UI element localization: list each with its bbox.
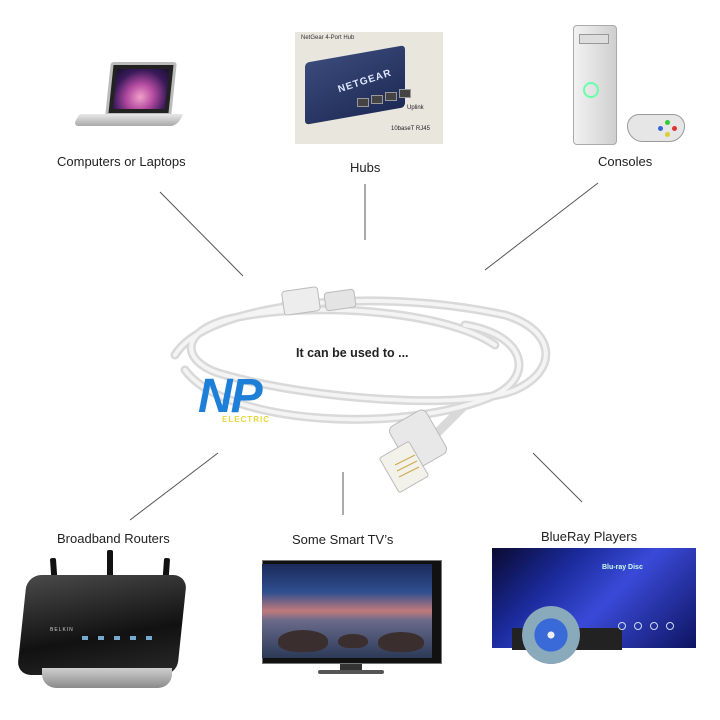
connector-line-laptop [159,191,244,277]
tv-scene-rock [378,632,424,652]
logo-mark: NP [198,370,263,423]
ethernet-cable-image [170,286,551,493]
np-electric-logo: NP ELECTRIC [198,370,310,427]
bluray-control-button [634,622,642,630]
bluray-player-image: Blu-ray Disc [492,548,696,680]
controller-button [665,120,670,125]
console-power-ring [583,82,599,98]
bluray-control-button [666,622,674,630]
tv-stand [340,664,362,672]
hub-uplink-label: Uplink [407,105,424,111]
rj45-connector-top [281,286,357,316]
connector-line-console [484,182,599,271]
router-led [82,636,88,640]
connector-line-bluray [532,452,583,503]
label-broadband-routers: Broadband Routers [57,531,170,546]
label-computers-laptops: Computers or Laptops [57,154,186,169]
laptop-screen [105,62,177,116]
tv-scene-rock [338,634,368,648]
center-label: It can be used to ... [296,346,409,360]
controller-button [658,126,663,131]
label-blueray-players: BlueRay Players [541,529,638,544]
router-led [114,636,120,640]
connector-line-router [129,452,219,521]
hub-port [357,98,369,107]
label-smart-tvs: Some Smart TV’s [292,532,394,547]
bluray-disc [522,606,580,664]
controller-button [665,132,670,137]
hub-photo-title: NetGear 4-Port Hub [301,35,355,41]
bluray-control-button [618,622,626,630]
hub-port [399,89,411,98]
label-hubs: Hubs [350,160,381,175]
hub-image: NetGear 4-Port Hub NETGEAR Uplink 10base… [295,32,443,144]
rj45-connector-bottom [379,409,447,493]
router-led [98,636,104,640]
router-body [16,575,188,675]
router-image: BELKIN [12,550,190,698]
laptop-image [70,58,184,138]
tv-scene-rock [278,630,328,652]
router-stand [42,668,172,688]
hub-port [371,95,383,104]
label-consoles: Consoles [598,154,653,169]
laptop-base [72,114,184,126]
console-disc-tray [579,34,609,44]
console-tower [573,25,617,145]
hub-port-label: 10baseT RJ45 [391,126,430,132]
console-image [565,22,690,147]
bluray-control-button [650,622,658,630]
bluray-brand: Blu-ray Disc [602,564,643,571]
router-led [146,636,152,640]
controller-button [672,126,677,131]
hub-port [385,92,397,101]
router-brand: BELKIN [50,627,74,633]
logo-subtitle: ELECTRIC [222,415,270,424]
router-led [130,636,136,640]
tv-foot [318,670,384,674]
smart-tv-image [258,560,444,680]
